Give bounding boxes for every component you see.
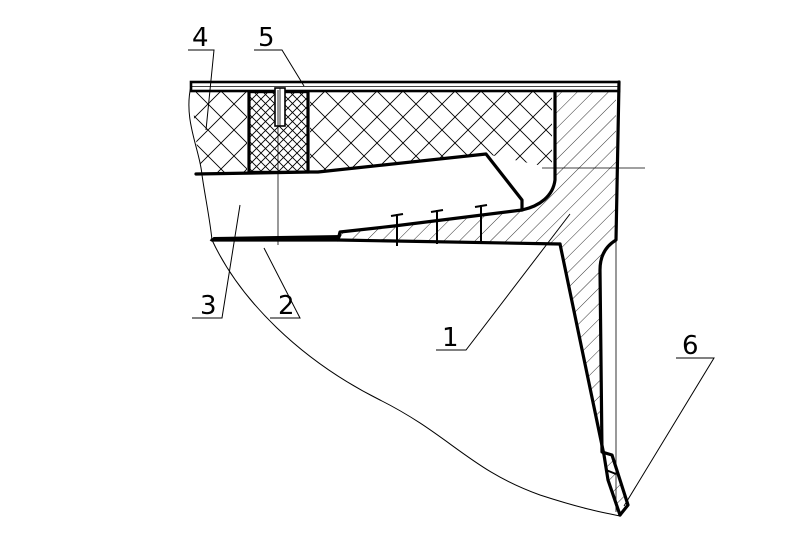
center-lines — [277, 90, 645, 512]
insulation-left-fill — [193, 92, 247, 174]
casing-fill — [338, 92, 628, 515]
callout-label-6: 6 — [682, 331, 699, 361]
callout-label-4: 4 — [192, 23, 209, 53]
callout-label-2: 2 — [278, 291, 295, 321]
bolt-top — [274, 87, 286, 127]
callout-label-1: 1 — [442, 323, 459, 353]
leader-lines — [188, 49, 715, 507]
break-curve — [211, 239, 621, 517]
insulation-region — [193, 90, 552, 174]
anchor-pins — [390, 204, 488, 246]
top-cover-plate — [189, 80, 621, 93]
metal-casing — [338, 92, 628, 515]
insulation-fill — [196, 92, 552, 172]
callout-label-3: 3 — [200, 291, 217, 321]
section-outlines — [188, 80, 630, 517]
sealing-strip — [209, 234, 342, 241]
callout-label-5: 5 — [258, 23, 275, 53]
callout-labels: 4 5 3 2 1 6 — [192, 23, 699, 361]
